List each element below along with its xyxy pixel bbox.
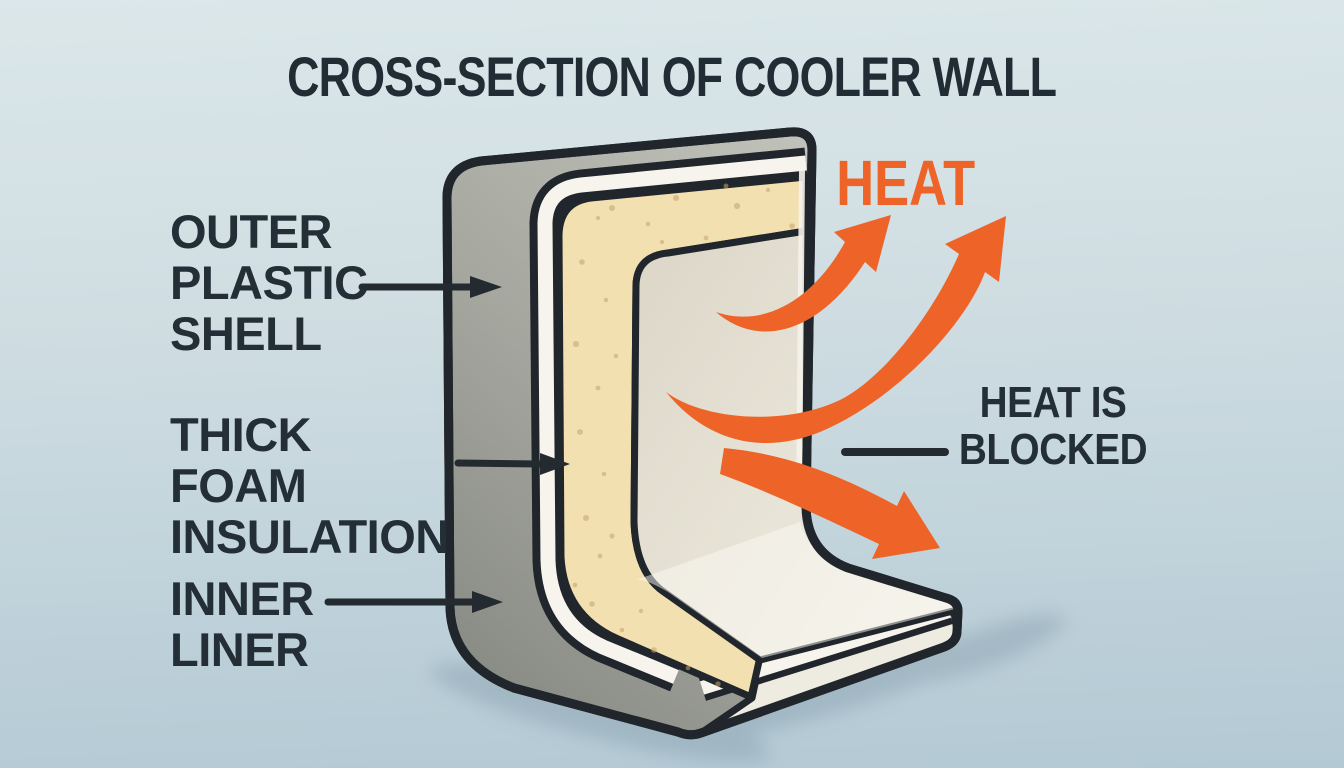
right-edge-highlight bbox=[796, 169, 805, 501]
foam-speckles bbox=[572, 183, 795, 687]
label-thick-foam-insulation: THICK FOAM INSULATION bbox=[170, 408, 449, 564]
white-layer-band bbox=[529, 147, 808, 692]
floor-top-face bbox=[636, 522, 956, 658]
label-outer-plastic-shell: OUTER PLASTIC SHELL bbox=[170, 205, 368, 361]
label-heat: HEAT bbox=[836, 147, 976, 219]
label-heat-is-blocked: HEAT IS BLOCKED bbox=[958, 378, 1148, 474]
page-title: CROSS-SECTION OF COOLER WALL bbox=[287, 45, 1057, 108]
label-inner-liner: INNER LINER bbox=[170, 572, 314, 677]
leader-arrow-inner-liner bbox=[324, 591, 503, 613]
heat-arrow-middle-icon bbox=[666, 216, 1006, 444]
leader-arrow-foam bbox=[454, 453, 570, 475]
heat-arrow-bottom-icon bbox=[720, 448, 940, 559]
leader-arrow-outer-shell bbox=[358, 276, 502, 298]
heat-arrow-top-icon bbox=[716, 215, 891, 332]
outline-restroke bbox=[442, 127, 963, 740]
